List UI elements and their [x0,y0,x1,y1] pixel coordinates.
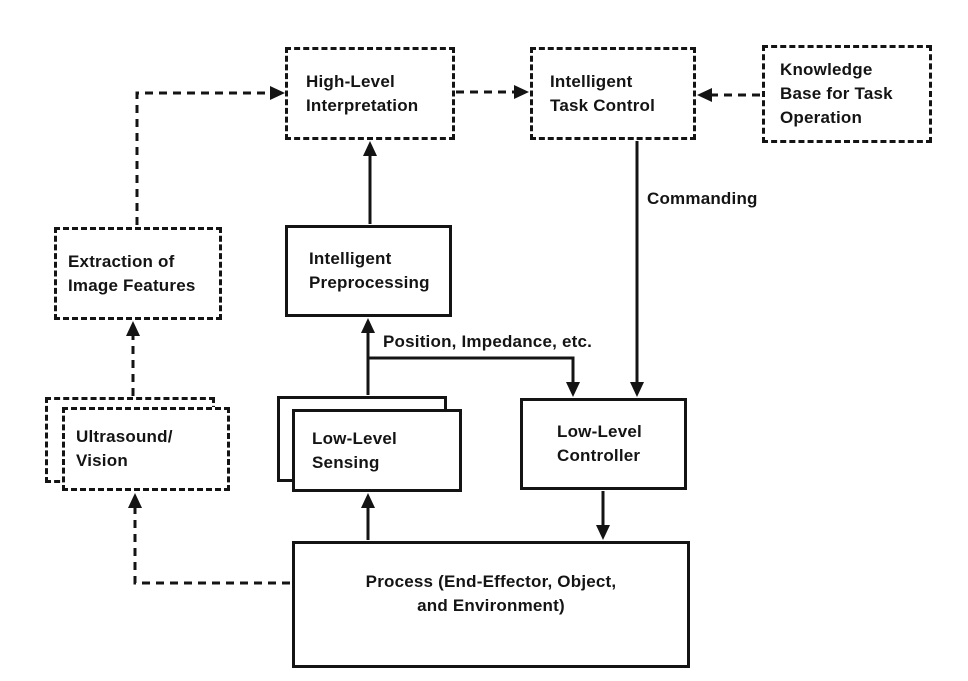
arrowhead-down-icon [630,382,644,397]
arrow-sensing-to-controller [368,356,575,382]
node-label: Low-Level Controller [557,422,642,465]
node-low-level-sensing: Low-Level Sensing [292,409,462,492]
node-process: Process (End-Effector, Object, and Envir… [292,541,690,668]
node-ultrasound-vision: Ultrasound/ Vision [62,407,230,491]
arrowhead-up-icon [126,321,140,336]
arrowhead-down-icon [596,525,610,540]
node-extraction-image-features: Extraction of Image Features [54,227,222,320]
node-label: High-Level Interpretation [306,71,419,115]
arrowhead-up-icon [361,493,375,508]
arrowhead-up-icon [361,318,375,333]
node-low-level-controller: Low-Level Controller [520,398,687,490]
arrowhead-up-icon [363,141,377,156]
edge-label-position-impedance: Position, Impedance, etc. [383,332,593,351]
node-label: Process (End-Effector, Object, and Envir… [365,571,617,615]
arrowhead-left-icon [697,88,712,102]
arrow-extraction-to-interpretation [135,91,270,225]
arrowhead-up-icon [128,493,142,508]
node-knowledge-base: Knowledge Base for Task Operation [762,45,932,143]
arrowhead-down-icon [566,382,580,397]
node-label: Knowledge Base for Task Operation [780,60,893,127]
arrowhead-right-icon [270,86,285,100]
node-intelligent-preprocessing: Intelligent Preprocessing [285,225,452,317]
node-label: Intelligent Task Control [550,71,656,115]
node-label: Ultrasound/ Vision [76,427,173,470]
node-label: Extraction of Image Features [68,251,196,295]
node-label: Low-Level Sensing [312,428,397,472]
arrowhead-right-icon [514,85,529,99]
edge-label-commanding: Commanding [647,189,758,208]
arrow-process-to-ultrasound [133,508,290,585]
node-high-level-interpretation: High-Level Interpretation [285,47,455,140]
node-label: Intelligent Preprocessing [309,249,430,292]
node-intelligent-task-control: Intelligent Task Control [530,47,696,140]
